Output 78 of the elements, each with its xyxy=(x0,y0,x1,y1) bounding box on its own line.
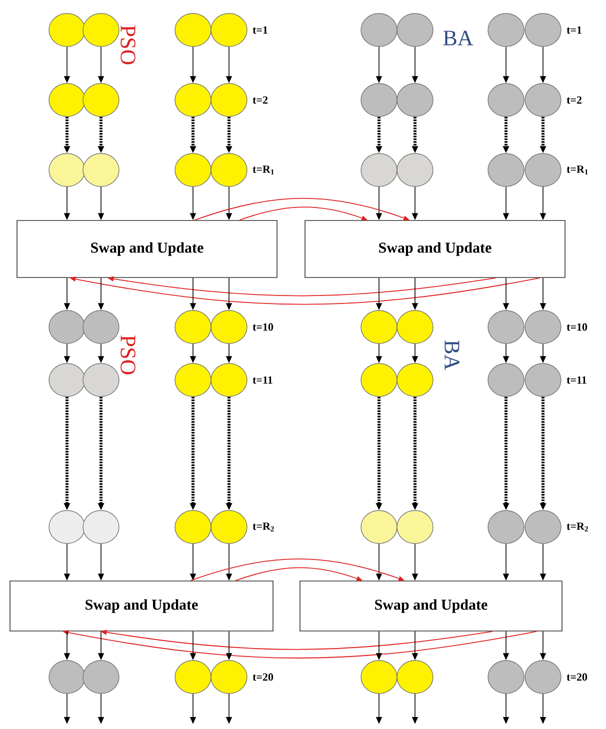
particle-circle xyxy=(82,13,120,47)
particle-circle xyxy=(360,83,398,117)
time-label: t=20 xyxy=(252,673,274,681)
particle-circle xyxy=(210,510,248,544)
particle-circle xyxy=(396,510,434,544)
particle-circle xyxy=(48,660,86,694)
time-label: t=1 xyxy=(566,26,582,34)
particle-circle xyxy=(210,660,248,694)
time-label: t=1 xyxy=(252,26,268,34)
particle-circle xyxy=(396,660,434,694)
particle-circle xyxy=(524,13,562,47)
particle-circle xyxy=(174,510,212,544)
time-label: t=R$_{2}$ xyxy=(252,522,274,532)
particle-circle xyxy=(82,660,120,694)
process-box: Swap and Update xyxy=(16,220,278,278)
particle-circle xyxy=(360,13,398,47)
particle-circle xyxy=(48,510,86,544)
particle-circle xyxy=(48,153,86,187)
time-label: t=R$_{1}$ xyxy=(252,166,274,174)
particle-circle xyxy=(396,13,434,47)
time-label: t=R$_{2}$ xyxy=(566,522,588,532)
particle-circle xyxy=(174,83,212,117)
time-label: t=11 xyxy=(566,376,586,384)
particle-circle xyxy=(48,310,86,344)
particle-circle xyxy=(524,660,562,694)
particle-circle xyxy=(82,153,120,187)
time-label: t=R$_{1}$ xyxy=(566,166,588,174)
particle-circle xyxy=(396,310,434,344)
process-box: Swap and Update xyxy=(304,220,566,278)
particle-circle xyxy=(396,153,434,187)
particle-circle xyxy=(48,363,86,397)
particle-circle xyxy=(488,660,524,694)
particle-circle xyxy=(174,363,212,397)
particle-circle xyxy=(488,510,524,544)
particle-circle xyxy=(488,153,524,187)
particle-circle xyxy=(488,13,524,47)
particle-circle xyxy=(210,153,248,187)
particle-circle xyxy=(82,310,120,344)
method-label: PSO xyxy=(120,25,136,64)
particle-circle xyxy=(360,660,398,694)
particle-circle xyxy=(210,13,248,47)
particle-circle xyxy=(48,13,86,47)
method-label: BA xyxy=(444,340,460,370)
particle-circle xyxy=(524,83,562,117)
particle-circle xyxy=(488,363,524,397)
particle-circle xyxy=(488,83,524,117)
particle-circle xyxy=(360,363,398,397)
particle-circle xyxy=(360,510,398,544)
particle-circle xyxy=(210,363,248,397)
time-label: t=2 xyxy=(566,96,582,104)
particle-circle xyxy=(210,83,248,117)
particle-circle xyxy=(488,310,524,344)
particle-circle xyxy=(174,153,212,187)
particle-circle xyxy=(82,363,120,397)
particle-circle xyxy=(210,310,248,344)
time-label: t=10 xyxy=(252,323,274,331)
particle-circle xyxy=(174,13,212,47)
particle-circle xyxy=(48,83,86,117)
method-label: PSO xyxy=(120,335,136,374)
time-label: t=20 xyxy=(566,673,588,681)
method-label: BA xyxy=(443,30,474,46)
particle-circle xyxy=(524,153,562,187)
time-label: t=11 xyxy=(252,376,272,384)
particle-circle xyxy=(360,153,398,187)
particle-circle xyxy=(360,310,398,344)
particle-circle xyxy=(524,510,562,544)
process-box: Swap and Update xyxy=(10,580,274,632)
particle-circle xyxy=(174,660,212,694)
time-label: t=10 xyxy=(566,323,588,331)
particle-circle xyxy=(82,510,120,544)
particle-circle xyxy=(174,310,212,344)
process-box: Swap and Update xyxy=(300,580,562,632)
time-label: t=2 xyxy=(252,96,268,104)
particle-circle xyxy=(82,83,120,117)
particle-circle xyxy=(396,363,434,397)
particle-circle xyxy=(524,310,562,344)
particle-circle xyxy=(396,83,434,117)
particle-circle xyxy=(524,363,562,397)
